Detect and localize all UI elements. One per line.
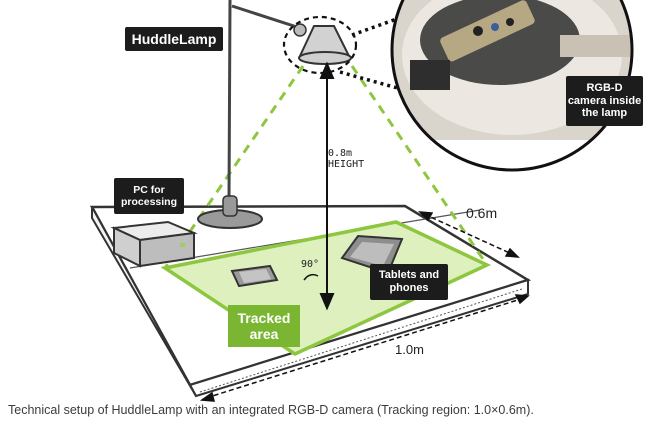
lamp-highlight-circle: [282, 15, 358, 75]
right-angle-marker: [303, 273, 319, 281]
figure-caption: Technical setup of HuddleLamp with an in…: [8, 403, 534, 417]
phone-device: [230, 264, 279, 288]
lamp-joint: [293, 23, 307, 37]
height-label: 0.8m HEIGHT: [328, 148, 365, 170]
lamp-base-stem: [222, 195, 238, 217]
depth-dimension: [418, 211, 520, 258]
huddlelamp-label: HuddleLamp: [125, 27, 223, 51]
pc-label: PC for processing: [114, 178, 184, 214]
angle-label: 90°: [301, 259, 320, 270]
camera-detail-border: [390, 0, 634, 172]
height-arrow: [319, 61, 335, 311]
table-hatch-line: [199, 288, 523, 393]
tablet-device: [340, 234, 404, 275]
lamp-arm: [231, 4, 301, 30]
camera-label: RGB-D camera inside the lamp: [566, 76, 643, 126]
width-dimension: [199, 294, 530, 402]
width-label: 1.0m: [395, 342, 424, 357]
tracked-area-label: Tracked area: [228, 305, 300, 347]
devices-label: Tablets and phones: [370, 264, 448, 300]
lamp-pole: [227, 0, 232, 201]
depth-label: 0.6m: [466, 205, 498, 221]
pc-box: [110, 220, 198, 268]
lamp-head-rim: [298, 51, 352, 65]
